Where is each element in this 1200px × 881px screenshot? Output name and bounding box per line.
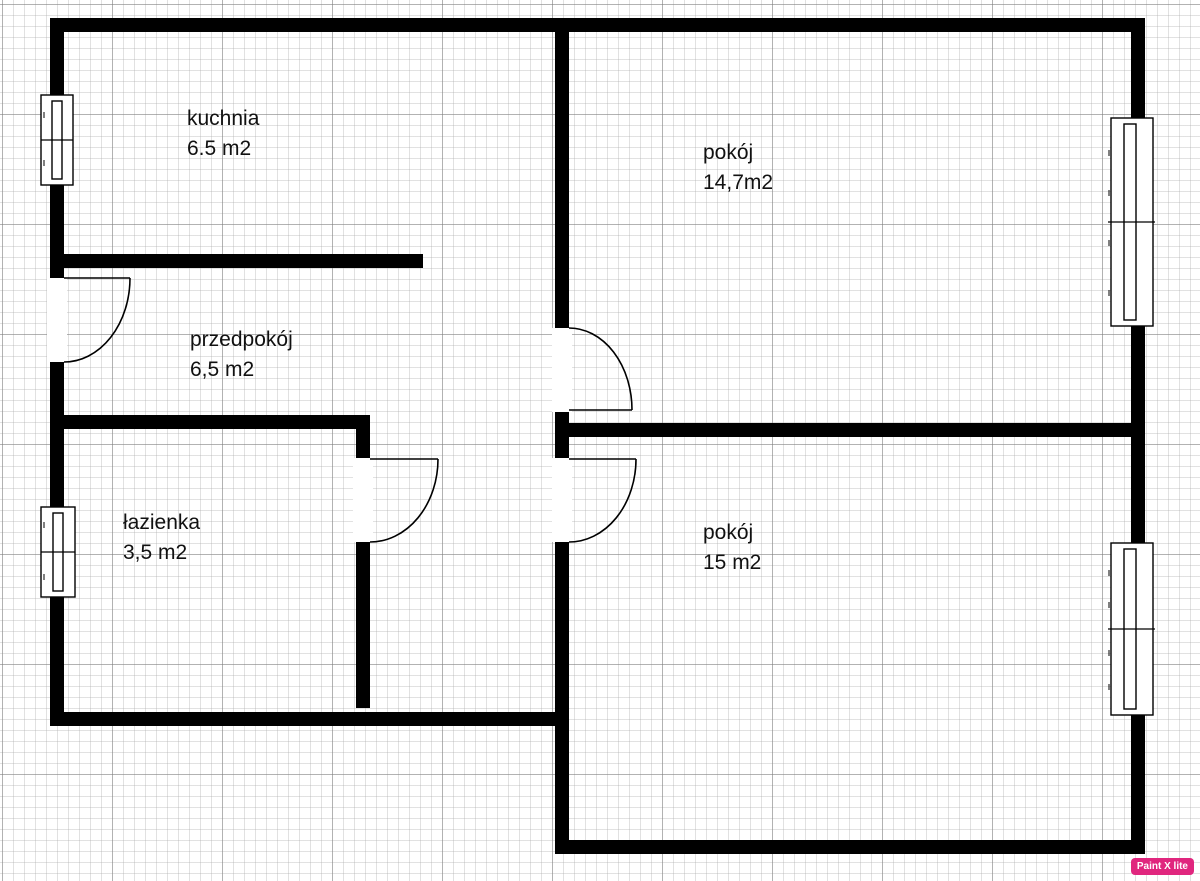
wall-bottom-left	[50, 712, 568, 726]
wall-kitchen-hall	[50, 254, 423, 268]
room-label-bathroom: łazienka 3,5 m2	[123, 508, 200, 568]
room-name: łazienka	[123, 511, 201, 534]
wall-between-rooms	[555, 423, 1145, 437]
room-label-kitchen: kuchnia 6.5 m2	[187, 104, 259, 164]
room-label-hallway: przedpokój 6,5 m2	[190, 325, 293, 385]
room-name: pokój	[703, 521, 754, 544]
room-name: kuchnia	[187, 107, 260, 130]
wall-top-right	[555, 18, 1145, 32]
wall-top-left	[50, 18, 568, 32]
room-area: 6.5 m2	[187, 137, 252, 160]
room-name: przedpokój	[190, 328, 293, 351]
room-area: 3,5 m2	[123, 541, 188, 564]
window-room2	[1108, 542, 1155, 716]
door-room2	[568, 458, 637, 543]
room-area: 15 m2	[703, 551, 762, 574]
room-label-room1: pokój 14,7m2	[703, 138, 773, 198]
wall-bath-top	[50, 415, 370, 429]
app-badge: Paint X lite	[1130, 858, 1194, 875]
window-room1	[1108, 117, 1155, 327]
room-name: pokój	[703, 141, 754, 164]
door-bathroom	[369, 458, 439, 543]
window-bathroom	[40, 506, 76, 598]
openings	[47, 95, 1148, 715]
window-kitchen	[40, 94, 74, 186]
wall-bottom-right	[555, 840, 1145, 854]
door-room1	[568, 327, 633, 411]
room-area: 14,7m2	[703, 171, 774, 194]
door-hall-entrance	[63, 277, 131, 363]
room-area: 6,5 m2	[190, 358, 255, 381]
room-label-room2: pokój 15 m2	[703, 518, 761, 578]
